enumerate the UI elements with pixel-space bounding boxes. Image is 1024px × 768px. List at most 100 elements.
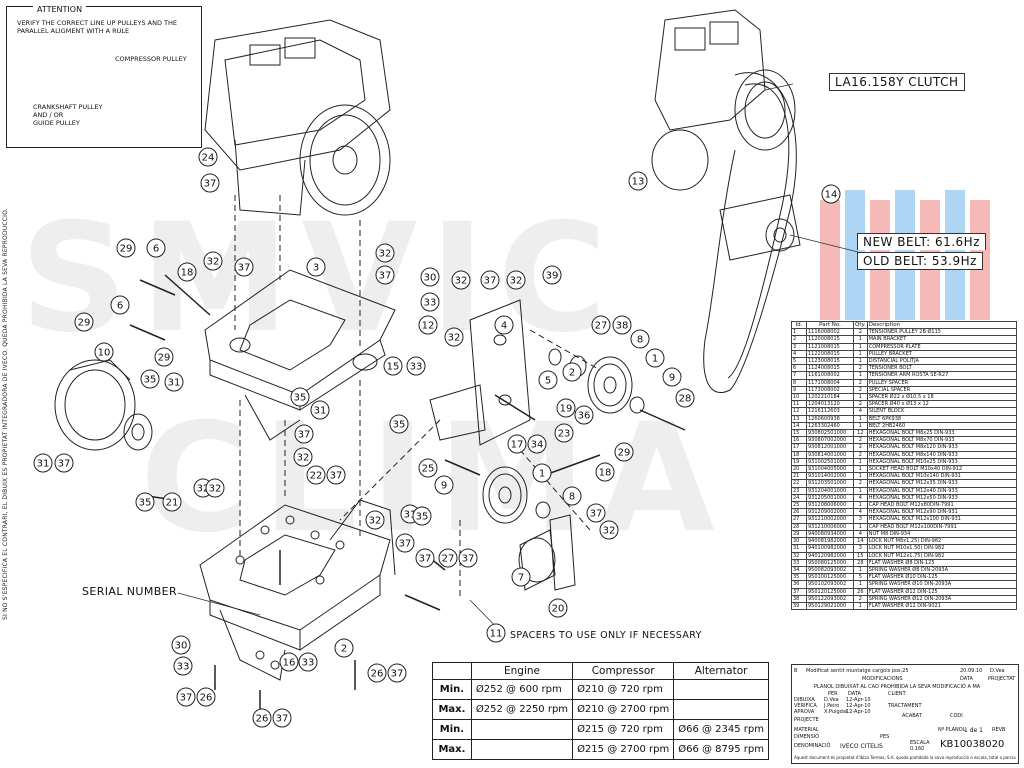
item-balloon: 35 [389, 414, 409, 434]
balloon-circle [438, 548, 458, 568]
part-number: 930802501000 [806, 429, 854, 438]
balloon-circle [628, 171, 648, 191]
part-description: LOCK NUT M12x1.75) DIN-982 [866, 551, 1018, 560]
part-number: 950080125000 [806, 558, 854, 567]
balloon-number: 5 [545, 376, 551, 387]
balloon-number: 27 [595, 321, 608, 332]
balloon-circle [420, 292, 440, 312]
balloon-number: 16 [283, 658, 296, 669]
part-id: 38 [791, 594, 807, 603]
part-qty: 1 [853, 457, 868, 467]
balloon-number: 2 [341, 644, 347, 655]
parts-header-partno: Part No. [806, 320, 854, 330]
item-balloon: 30 [420, 267, 440, 287]
balloon-number: 8 [569, 492, 575, 503]
modifications-label: MODIFICACIONS [862, 676, 903, 682]
part-qty: 1 [853, 501, 868, 510]
part-id: 30 [791, 537, 807, 546]
client-label: CLIENT [888, 691, 906, 697]
balloon-circle [173, 656, 193, 676]
balloon-circle [146, 238, 166, 258]
item-balloon: 18 [177, 262, 197, 282]
part-description: SPACER Ø22 x Ø10.5 x 18 [866, 393, 1018, 402]
balloon-number: 30 [424, 273, 437, 284]
item-balloon: 32 [599, 520, 619, 540]
clutch-assembly-drawing [651, 9, 801, 393]
item-balloon: 35 [140, 369, 160, 389]
item-balloon: 37 [272, 708, 292, 728]
item-balloon: 26 [367, 663, 387, 683]
balloon-circle [200, 173, 220, 193]
clutch-callout: LA16.158Y CLUTCH [829, 73, 965, 91]
balloon-circle [527, 434, 547, 454]
part-number: 1116008002 [806, 328, 854, 337]
balloon-number: 17 [511, 440, 524, 451]
item-balloon: 25 [418, 458, 438, 478]
balloon-number: 3 [313, 263, 319, 274]
dibuixa-by: D.Vea [824, 697, 839, 703]
part-id: 6 [791, 364, 807, 373]
balloon-circle [177, 262, 197, 282]
part-id: 12 [791, 407, 807, 416]
item-balloon: 39 [542, 265, 562, 285]
part-description: FLAT WASHER Ø12 DIN-125 [866, 587, 1018, 596]
item-balloon: 13 [628, 171, 648, 191]
balloon-circle [548, 598, 568, 618]
part-id: 21 [791, 472, 807, 481]
part-qty: 1 [853, 522, 868, 531]
balloon-number: 18 [599, 468, 612, 479]
part-id: 35 [791, 573, 807, 582]
item-balloon: 35 [135, 492, 155, 512]
part-id: 1 [791, 328, 807, 337]
part-number: 931210006000 [806, 522, 854, 531]
part-id: 22 [791, 479, 807, 488]
dibuixa-label: DIBUIXA [794, 697, 815, 703]
part-qty: 1 [853, 349, 868, 359]
balloon-circle [480, 270, 500, 290]
part-number: 1121008015 [806, 342, 854, 351]
denominacio-label: DENOMINACIÓ [794, 743, 831, 749]
title-block: B Modificat sentit muntatge cargols pos.… [791, 664, 1019, 764]
part-id: 8 [791, 378, 807, 387]
item-balloon: 16 [279, 652, 299, 672]
part-qty: 28 [853, 558, 868, 567]
part-number: 931204001000 [806, 486, 854, 495]
acabat-label: ACABAT [902, 713, 922, 719]
balloon-circle [198, 147, 218, 167]
part-description: TENSIONER BOLT [866, 364, 1018, 373]
balloon-circle [458, 548, 478, 568]
part-qty: 3 [853, 515, 868, 524]
part-id: 2 [791, 335, 807, 344]
aprova-by: X.Puigdal [824, 709, 848, 715]
part-number: 931210002000 [806, 515, 854, 524]
balloon-number: 1 [652, 354, 658, 365]
balloon-number: 32 [369, 516, 382, 527]
part-qty: 1 [853, 580, 868, 589]
balloon-number: 32 [455, 276, 468, 287]
item-balloon: 32 [506, 270, 526, 290]
aprova-date: 12-Apr-10 [846, 709, 871, 715]
balloon-circle [420, 267, 440, 287]
part-number: 931014002000 [806, 472, 854, 481]
part-number: 950102093002 [806, 580, 854, 589]
balloon-circle [367, 663, 387, 683]
balloon-number: 6 [117, 301, 123, 312]
speed-alternator: Ø66 @ 2345 rpm [673, 719, 769, 740]
item-balloon: 37 [234, 257, 254, 277]
item-balloon: 17 [507, 434, 527, 454]
balloon-circle [412, 506, 432, 526]
speed-compressor: Ø210 @ 2700 rpm [572, 699, 675, 720]
part-id: 28 [791, 522, 807, 531]
part-id: 26 [791, 508, 807, 517]
balloon-number: 32 [207, 257, 220, 268]
item-balloon: 7 [511, 567, 531, 587]
item-balloon: 32 [444, 327, 464, 347]
balloon-circle [293, 447, 313, 467]
part-number: 1204013120 [806, 400, 854, 409]
verifica-date: 12-Apr-10 [846, 703, 871, 709]
part-qty: 2 [853, 328, 868, 337]
